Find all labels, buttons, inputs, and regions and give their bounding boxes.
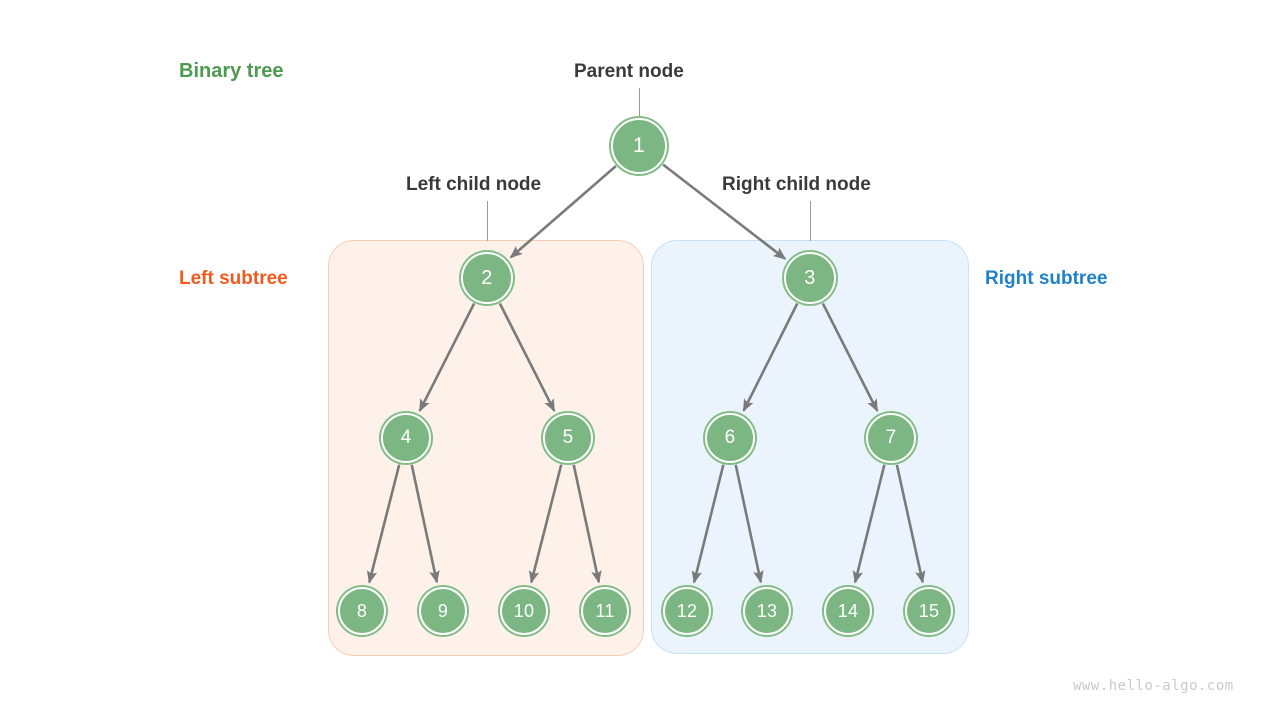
tree-node-value: 9 bbox=[437, 600, 449, 621]
tree-node-value: 2 bbox=[481, 266, 493, 289]
tree-node-1[interactable]: 1 bbox=[611, 118, 667, 174]
tree-node-8[interactable]: 8 bbox=[338, 587, 386, 635]
parent-node-label-leader-line bbox=[639, 88, 640, 116]
tree-node-value: 10 bbox=[513, 600, 535, 621]
left-child-node-label: Left child node bbox=[406, 174, 542, 195]
tree-node-7[interactable]: 7 bbox=[866, 413, 916, 463]
tree-node-value: 11 bbox=[595, 600, 615, 621]
left-child-node-label-leader-line bbox=[487, 201, 488, 241]
tree-node-value: 7 bbox=[885, 427, 897, 448]
tree-node-value: 1 bbox=[633, 134, 645, 157]
tree-node-5[interactable]: 5 bbox=[543, 413, 593, 463]
tree-node-value: 6 bbox=[724, 427, 736, 448]
tree-node-15[interactable]: 15 bbox=[905, 587, 953, 635]
left-subtree-region bbox=[328, 240, 644, 656]
watermark: www.hello-algo.com bbox=[1073, 678, 1234, 694]
page-title: Binary tree bbox=[179, 60, 284, 82]
tree-node-14[interactable]: 14 bbox=[824, 587, 872, 635]
tree-node-value: 3 bbox=[804, 266, 816, 289]
right-child-node-label: Right child node bbox=[722, 174, 871, 195]
tree-node-value: 14 bbox=[837, 600, 859, 621]
tree-node-9[interactable]: 9 bbox=[419, 587, 467, 635]
tree-node-value: 8 bbox=[356, 600, 368, 621]
right-child-node-label-leader-line bbox=[810, 201, 811, 241]
tree-node-11[interactable]: 11 bbox=[581, 587, 629, 635]
left-subtree-label: Left subtree bbox=[179, 268, 288, 289]
tree-node-4[interactable]: 4 bbox=[381, 413, 431, 463]
tree-node-6[interactable]: 6 bbox=[705, 413, 755, 463]
tree-node-13[interactable]: 13 bbox=[743, 587, 791, 635]
right-subtree-region bbox=[651, 240, 969, 654]
tree-node-value: 5 bbox=[562, 427, 574, 448]
tree-node-2[interactable]: 2 bbox=[461, 252, 513, 304]
right-subtree-label: Right subtree bbox=[985, 268, 1108, 289]
parent-node-label: Parent node bbox=[574, 61, 684, 82]
tree-node-12[interactable]: 12 bbox=[663, 587, 711, 635]
tree-node-value: 13 bbox=[756, 600, 778, 621]
tree-node-value: 12 bbox=[676, 600, 698, 621]
tree-node-10[interactable]: 10 bbox=[500, 587, 548, 635]
tree-node-3[interactable]: 3 bbox=[784, 252, 836, 304]
tree-node-value: 4 bbox=[400, 427, 412, 448]
tree-node-value: 15 bbox=[918, 600, 940, 621]
